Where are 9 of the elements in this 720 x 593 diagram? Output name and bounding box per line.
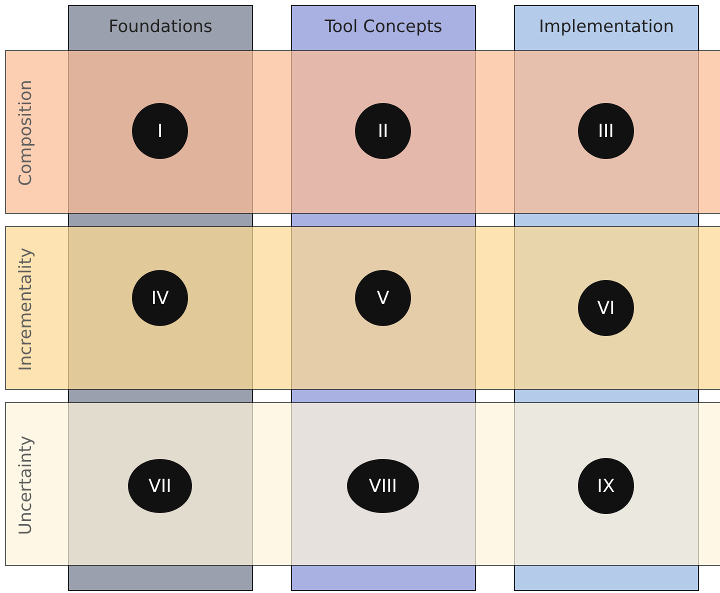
column-heading: Implementation [538, 16, 675, 39]
row-band [5, 402, 720, 566]
row-band [5, 50, 720, 214]
row-heading: Incrementality [16, 247, 36, 370]
row-heading: Uncertainty [16, 435, 36, 534]
row-band [5, 226, 720, 390]
column-heading: Foundations [108, 16, 214, 39]
column-heading: Tool Concepts [324, 16, 444, 39]
row-heading: Composition [16, 80, 36, 186]
